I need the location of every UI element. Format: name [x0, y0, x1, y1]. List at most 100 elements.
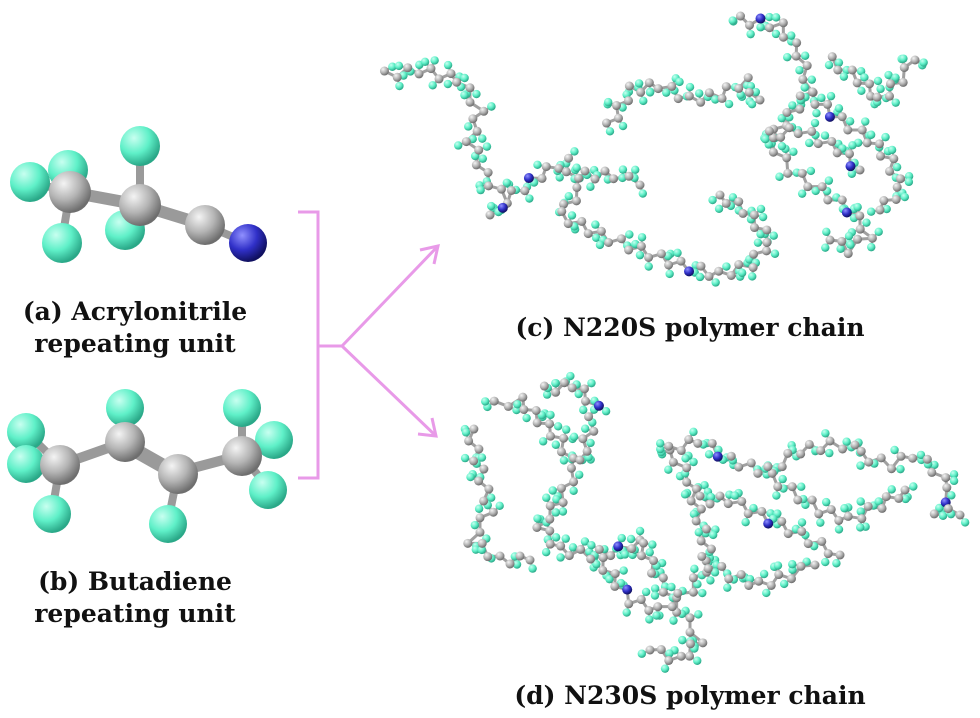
carbon-atom	[753, 468, 763, 478]
hydrogen-atom	[690, 564, 699, 574]
carbon-atom	[696, 97, 706, 107]
hydrogen-atom	[556, 553, 565, 562]
hydrogen-atom	[704, 450, 714, 459]
carbon-atom	[706, 544, 716, 554]
carbon-atom	[624, 171, 634, 181]
hydrogen-atom	[842, 437, 851, 446]
carbon-atom	[852, 78, 862, 88]
carbon-atom	[488, 507, 498, 517]
carbon-atom	[465, 97, 475, 107]
hydrogen-atom	[874, 497, 883, 506]
carbon-atom	[734, 260, 744, 270]
carbon-atom	[472, 126, 482, 136]
hydrogen-atom	[834, 104, 844, 113]
hydrogen-atom	[394, 61, 404, 71]
hydrogen-atom	[513, 400, 522, 409]
acrylonitrile-caption: (a) Acrylonitrile repeating unit	[0, 296, 270, 360]
hydrogen-atom	[525, 194, 534, 203]
hydrogen-atom	[522, 413, 531, 423]
carbon-atom	[817, 182, 827, 192]
carbon-atom	[463, 538, 473, 548]
carbon-atom	[704, 271, 714, 281]
hydrogen-atom	[635, 250, 645, 260]
carbon-atom	[519, 404, 529, 414]
hydrogen-atom	[840, 504, 849, 513]
carbon-atom	[667, 602, 677, 612]
carbon-atom	[707, 438, 717, 448]
carbon-atom	[684, 91, 694, 101]
carbon-atom	[414, 69, 424, 79]
carbon-atom	[696, 504, 706, 514]
hydrogen-atom	[856, 523, 865, 532]
carbon-atom	[810, 99, 820, 109]
nitrogen-atom	[613, 541, 624, 552]
carbon-atom	[469, 456, 479, 466]
carbon-atom	[477, 538, 487, 548]
carbon-atom	[787, 482, 797, 492]
carbon-atom	[627, 544, 637, 554]
hydrogen-atom	[662, 88, 671, 97]
nitrogen-atom	[684, 266, 695, 277]
hydrogen-atom	[867, 242, 876, 252]
carbon-atom	[475, 513, 485, 523]
carbon-atom	[647, 568, 657, 578]
hydrogen-atom	[476, 185, 485, 195]
hydrogen-atom	[821, 243, 830, 252]
carbon-atom	[715, 190, 725, 200]
hydrogen-atom	[680, 490, 690, 499]
carbon-atom	[569, 477, 579, 487]
carbon-atom	[604, 237, 614, 247]
carbon-atom	[583, 229, 593, 239]
hydrogen-atom	[881, 132, 890, 142]
carbon-atom	[875, 205, 885, 215]
carbon-atom	[825, 436, 835, 446]
hydrogen-atom	[665, 649, 674, 658]
hydrogen-atom	[694, 89, 704, 98]
carbon-atom	[610, 569, 620, 579]
nitrogen-atom	[845, 161, 856, 172]
hydrogen-atom	[528, 564, 537, 573]
carbon-atom	[623, 96, 633, 106]
hydrogen-atom	[773, 561, 783, 570]
hydrogen-atom	[618, 121, 628, 131]
hydrogen-atom	[938, 511, 948, 520]
carbon-atom	[777, 516, 787, 526]
carbon-atom	[557, 206, 567, 216]
carbon-atom	[685, 627, 695, 637]
hydrogen-atom	[756, 204, 766, 214]
carbon-atom	[803, 182, 813, 192]
hydrogen-atom	[471, 545, 481, 554]
carbon-atom	[898, 77, 908, 87]
carbon-atom	[644, 78, 654, 88]
carbon-atom	[658, 587, 668, 597]
hydrogen-atom	[777, 113, 786, 123]
hydrogen-atom	[777, 141, 787, 151]
hydrogen-atom	[561, 425, 571, 434]
hydrogen-atom	[891, 73, 900, 82]
carbon-atom	[802, 61, 812, 71]
hydrogen-atom	[753, 238, 763, 247]
carbon-atom	[755, 95, 765, 105]
carbon-atom	[392, 72, 402, 82]
carbon-atom	[825, 235, 835, 245]
carbon-atom	[648, 556, 658, 566]
carbon-atom	[474, 444, 484, 454]
hydrogen-atom	[771, 29, 781, 39]
carbon-atom	[668, 457, 678, 467]
hydrogen-atom	[783, 52, 792, 62]
carbon-atom	[703, 564, 713, 574]
carbon-atom	[796, 561, 806, 571]
hydrogen-atom	[470, 520, 480, 530]
hydrogen-atom	[580, 424, 590, 433]
carbon-atom	[465, 83, 475, 93]
carbon-atom	[596, 226, 606, 236]
hydrogen-atom	[656, 439, 665, 448]
n220s-caption: (c) N220S polymer chain	[515, 313, 865, 342]
carbon-atom	[667, 81, 677, 91]
hydrogen-atom	[947, 491, 956, 500]
hydrogen-atom	[812, 108, 821, 118]
hydrogen-atom	[546, 410, 555, 420]
hydrogen-atom	[533, 514, 542, 523]
carbon-atom	[688, 587, 698, 597]
